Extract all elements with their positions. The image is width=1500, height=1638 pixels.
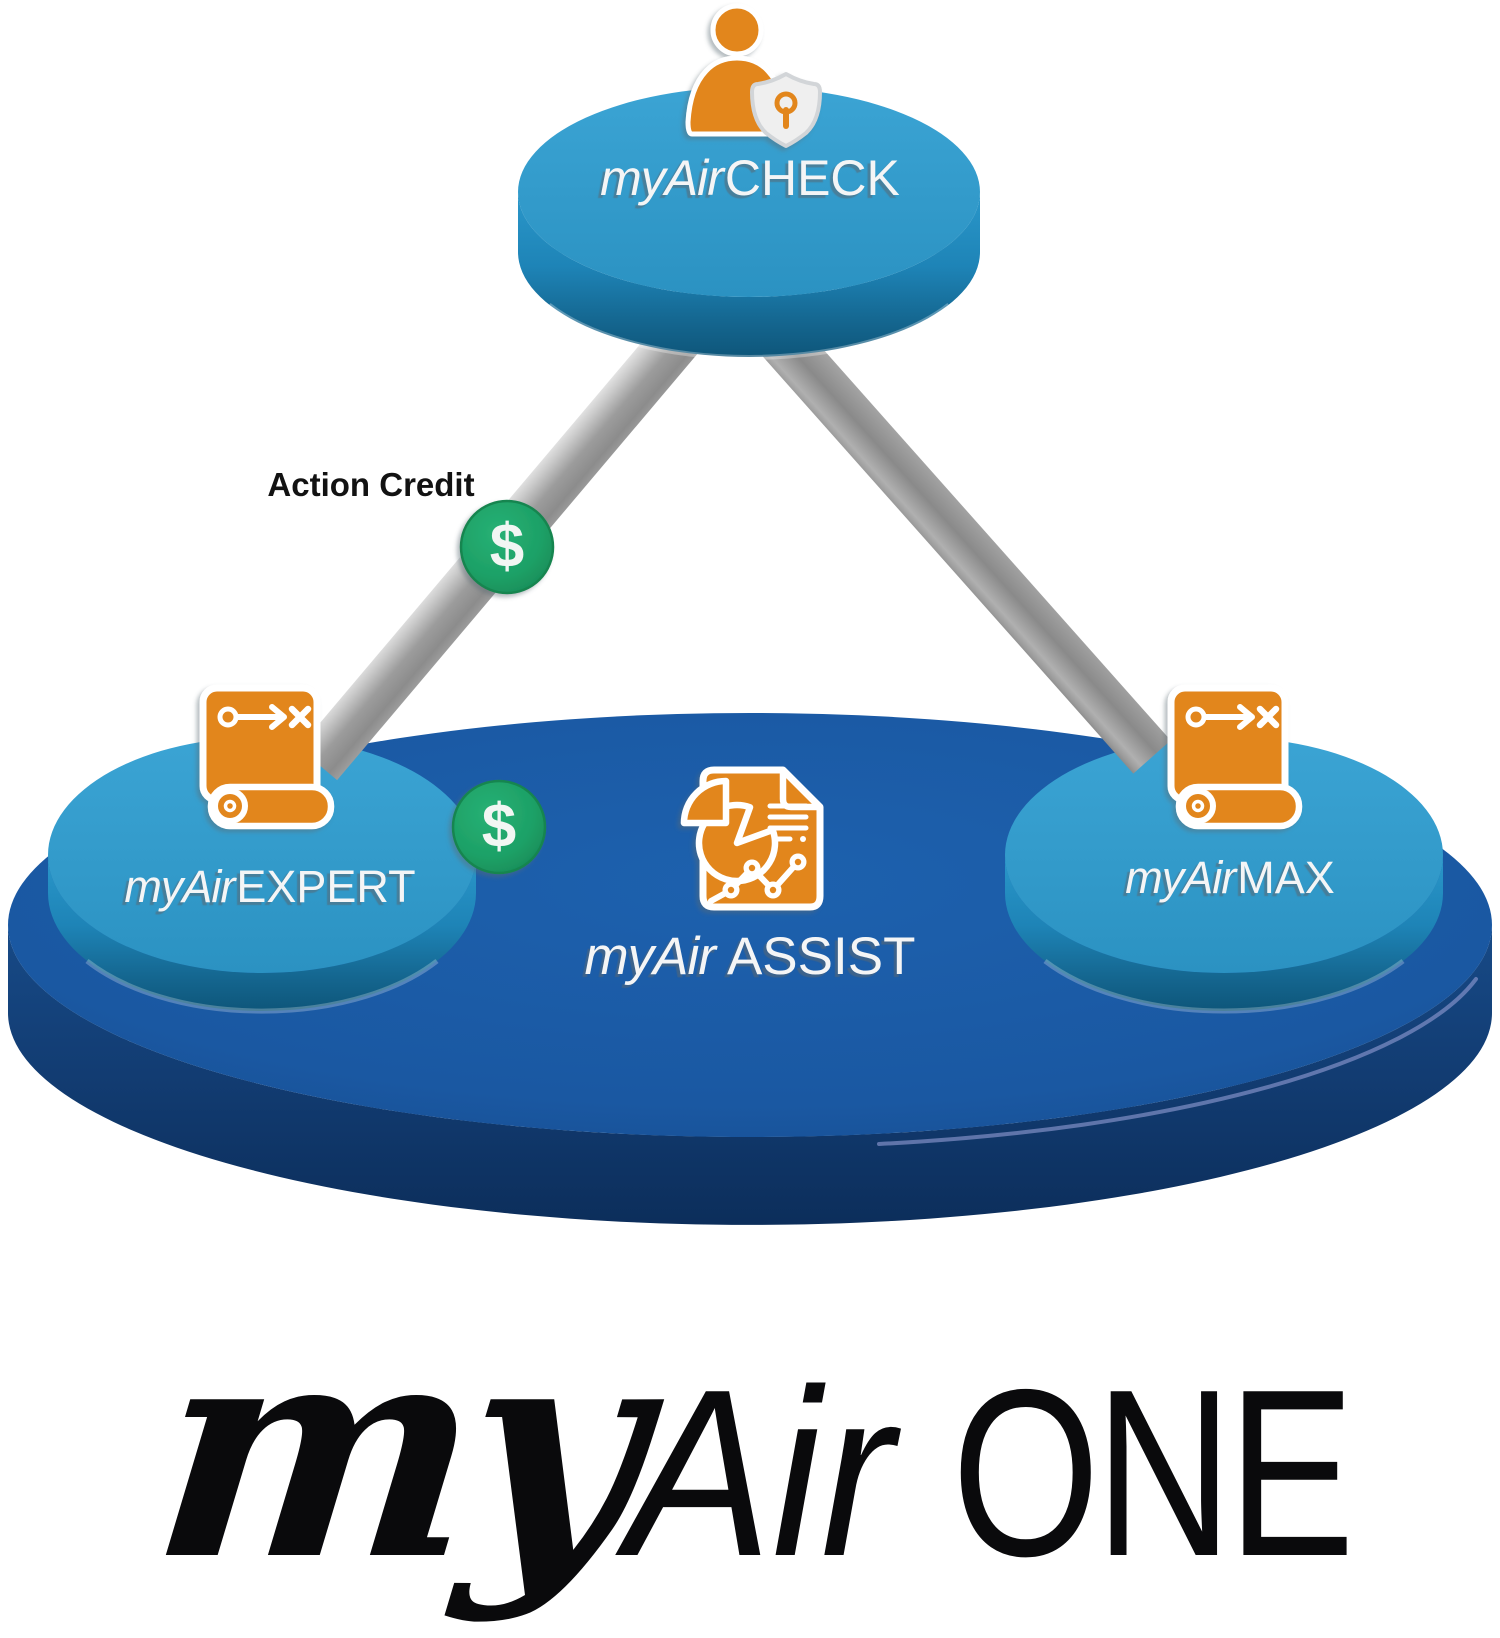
- expert-label: myAirEXPERT: [20, 864, 520, 909]
- max-disc: [1005, 737, 1443, 1014]
- platform-side: [8, 925, 1492, 1225]
- expert-disc-top: [48, 737, 476, 973]
- assist-label-suffix: ASSIST: [726, 927, 916, 986]
- check-label-prefix: myAir: [600, 150, 724, 206]
- report-text-dot: [800, 836, 806, 842]
- check-label-suffix: CHECK: [724, 150, 900, 206]
- max-disc-top: [1005, 737, 1443, 973]
- assist-report-chart-icon: [680, 766, 824, 911]
- expert-disc-glare: [85, 959, 439, 1014]
- expert-label-prefix: myAir: [124, 861, 235, 912]
- check-disc-glare: [547, 303, 951, 360]
- assist-label-prefix: myAir: [584, 927, 716, 986]
- expert-disc-side: [48, 855, 476, 1011]
- check-disc-side: [518, 192, 980, 357]
- max-disc-glare: [1043, 959, 1405, 1014]
- expert-disc: [48, 737, 476, 1014]
- credit-coin-lower: [451, 779, 547, 875]
- credit-coin-lower-symbol: $: [481, 792, 517, 861]
- action-credit-label: Action Credit: [267, 466, 475, 503]
- max-strategy-scroll-icon: [1171, 688, 1299, 826]
- max-label: myAirMAX: [980, 855, 1480, 900]
- check-label: myAirCHECK: [500, 153, 1000, 203]
- footer-caps-part: ONE: [952, 1341, 1355, 1606]
- credit-coin-upper-symbol: $: [489, 512, 525, 581]
- footer-script-part: my: [141, 1273, 651, 1626]
- check-disc-top: [518, 87, 980, 297]
- report-trend-nodes: [722, 853, 807, 899]
- report-text-lines: [767, 803, 809, 842]
- strut-right: [743, 301, 1171, 774]
- check-user-shield-icon: [685, 3, 822, 148]
- user-head: [710, 3, 764, 57]
- expert-label-suffix: EXPERT: [236, 861, 416, 912]
- platform-rim-highlight: [877, 977, 1478, 1146]
- credit-coin-upper: [459, 499, 555, 595]
- expert-strategy-scroll-icon: [203, 688, 331, 826]
- max-label-prefix: myAir: [1125, 852, 1236, 903]
- footer-italic-part: Air: [625, 1341, 894, 1606]
- max-label-suffix: MAX: [1237, 852, 1335, 903]
- check-disc: [518, 87, 980, 360]
- report-pie-slice: [680, 777, 730, 827]
- max-disc-side: [1005, 855, 1443, 1011]
